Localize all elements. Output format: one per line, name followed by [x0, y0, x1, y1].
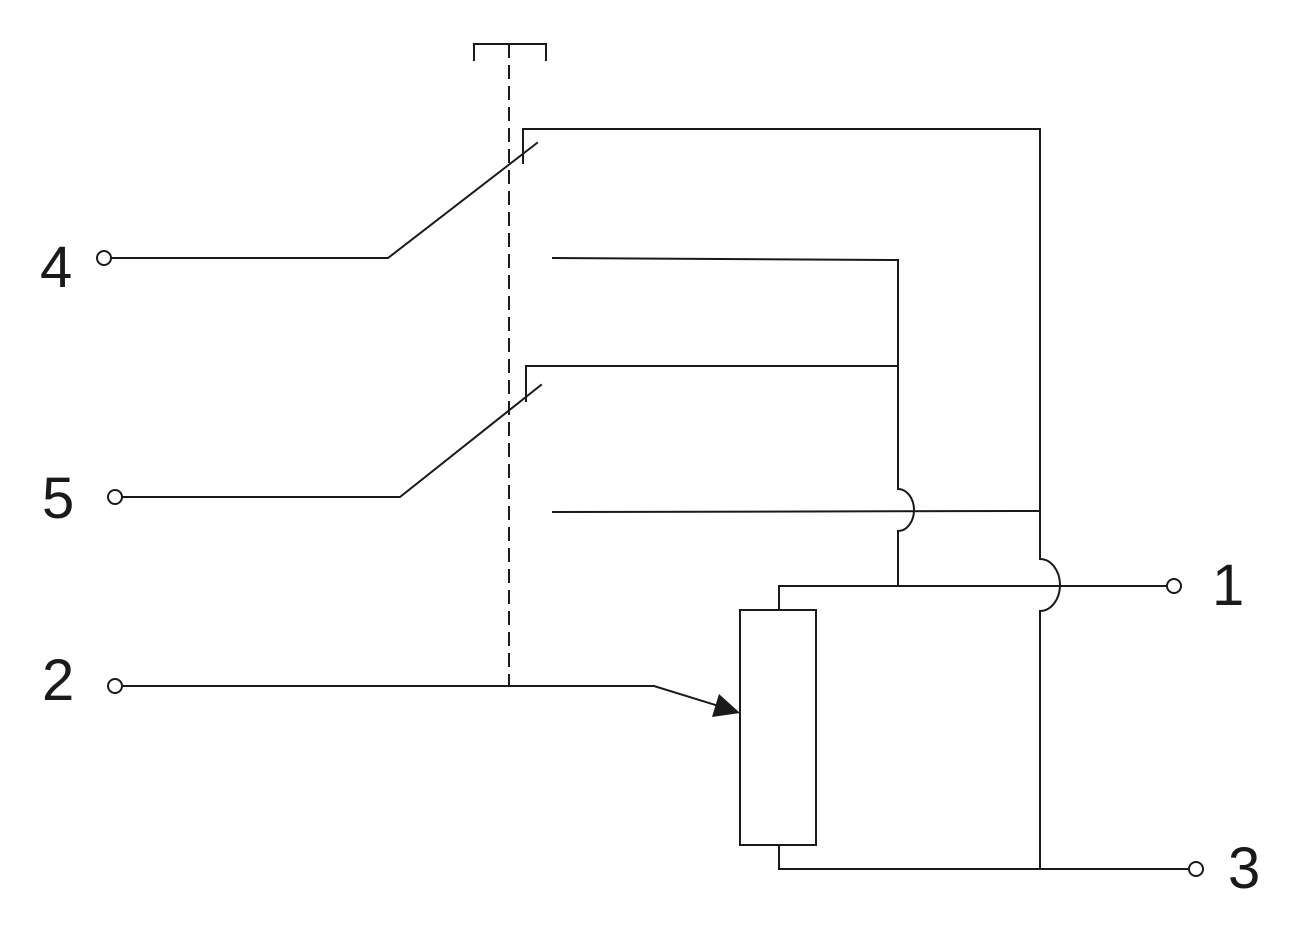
switch-4-lower-contact: [551, 256, 900, 262]
wiper-lead: [122, 685, 724, 709]
terminal-1-label: 1: [1212, 553, 1244, 618]
terminal-4: [96, 250, 112, 266]
switch-5-upper-contact: [525, 365, 899, 402]
bus-line-3: [1039, 128, 1061, 870]
terminal-2: [107, 678, 123, 694]
bus-line-1: [897, 259, 915, 587]
terminal-1: [1166, 578, 1182, 594]
switch-5-lead: [122, 383, 543, 498]
terminal-5-label: 5: [42, 466, 74, 531]
terminal-3-label: 3: [1228, 836, 1260, 901]
terminal-3: [1188, 861, 1204, 877]
terminal-2-label: 2: [42, 648, 74, 713]
wiper-arrow: [712, 694, 740, 717]
terminal-1-lead: [778, 585, 1167, 611]
switch-4-upper-contact: [522, 128, 1041, 164]
terminal-4-label: 4: [40, 235, 72, 300]
switch-4-lead: [111, 141, 539, 259]
terminal-3-lead: [778, 844, 1190, 870]
potentiometer: [739, 609, 817, 846]
switch-5-lower-contact: [551, 509, 1042, 514]
terminal-5: [107, 489, 123, 505]
